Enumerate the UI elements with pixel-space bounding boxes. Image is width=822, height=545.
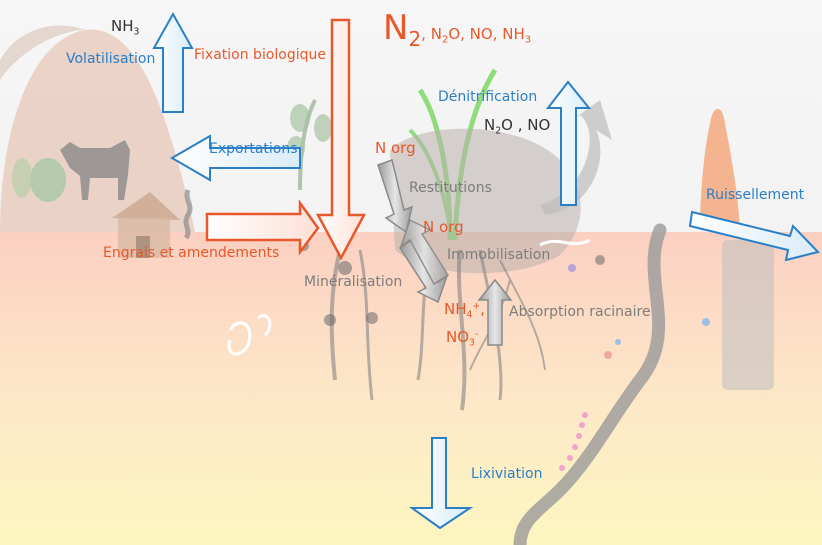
soil-fauna: [257, 314, 272, 337]
leaf: [290, 104, 310, 132]
microorganism: [615, 339, 621, 345]
flame-plant: [700, 108, 740, 230]
hut-door: [136, 236, 150, 258]
volatilisation-label: Volatilisation: [66, 51, 156, 67]
n2o-no-label: N2O , NO: [484, 116, 551, 137]
norg-mid-label: N org: [423, 218, 464, 236]
hill-top: [0, 25, 85, 80]
fixation-label: Fixation biologique: [194, 47, 327, 63]
denitrification-label: Dénitrification: [438, 89, 538, 105]
microorganism: [568, 264, 576, 272]
nh4-label: NH4+,: [444, 300, 485, 321]
soil-fauna: [227, 321, 252, 356]
tree: [12, 158, 32, 198]
nh3-label: NH3: [111, 17, 140, 38]
restitutions-label: Restitutions: [409, 180, 492, 196]
cycle-arrow: [540, 100, 612, 215]
stem: [183, 189, 193, 240]
earthworm: [513, 223, 667, 545]
leaf: [314, 114, 332, 142]
soil-column: [722, 240, 774, 390]
soil: [0, 232, 822, 545]
worm-segments: [559, 412, 588, 471]
hut-roof: [112, 192, 180, 220]
tree: [30, 158, 66, 202]
cow: [60, 140, 130, 200]
microorganism: [604, 351, 612, 359]
gases-label: N2, N2O, NO, NH3: [383, 8, 532, 51]
engrais-label: Engrais et amendements: [103, 245, 280, 261]
norg-top-label: N org: [375, 139, 416, 157]
immobilisation-label: Immobilisation: [447, 247, 551, 263]
absorption-label: Absorption racinaire: [509, 304, 651, 320]
mineralisation-label: Minéralisation: [304, 274, 403, 290]
ruissellement-label: Ruissellement: [706, 187, 805, 203]
microorganism: [702, 318, 710, 326]
no3-label: NO3-: [446, 328, 479, 349]
soil-fauna: [539, 238, 591, 247]
lixiviation-label: Lixiviation: [471, 466, 543, 482]
exportations-label: Exportations: [209, 141, 298, 157]
